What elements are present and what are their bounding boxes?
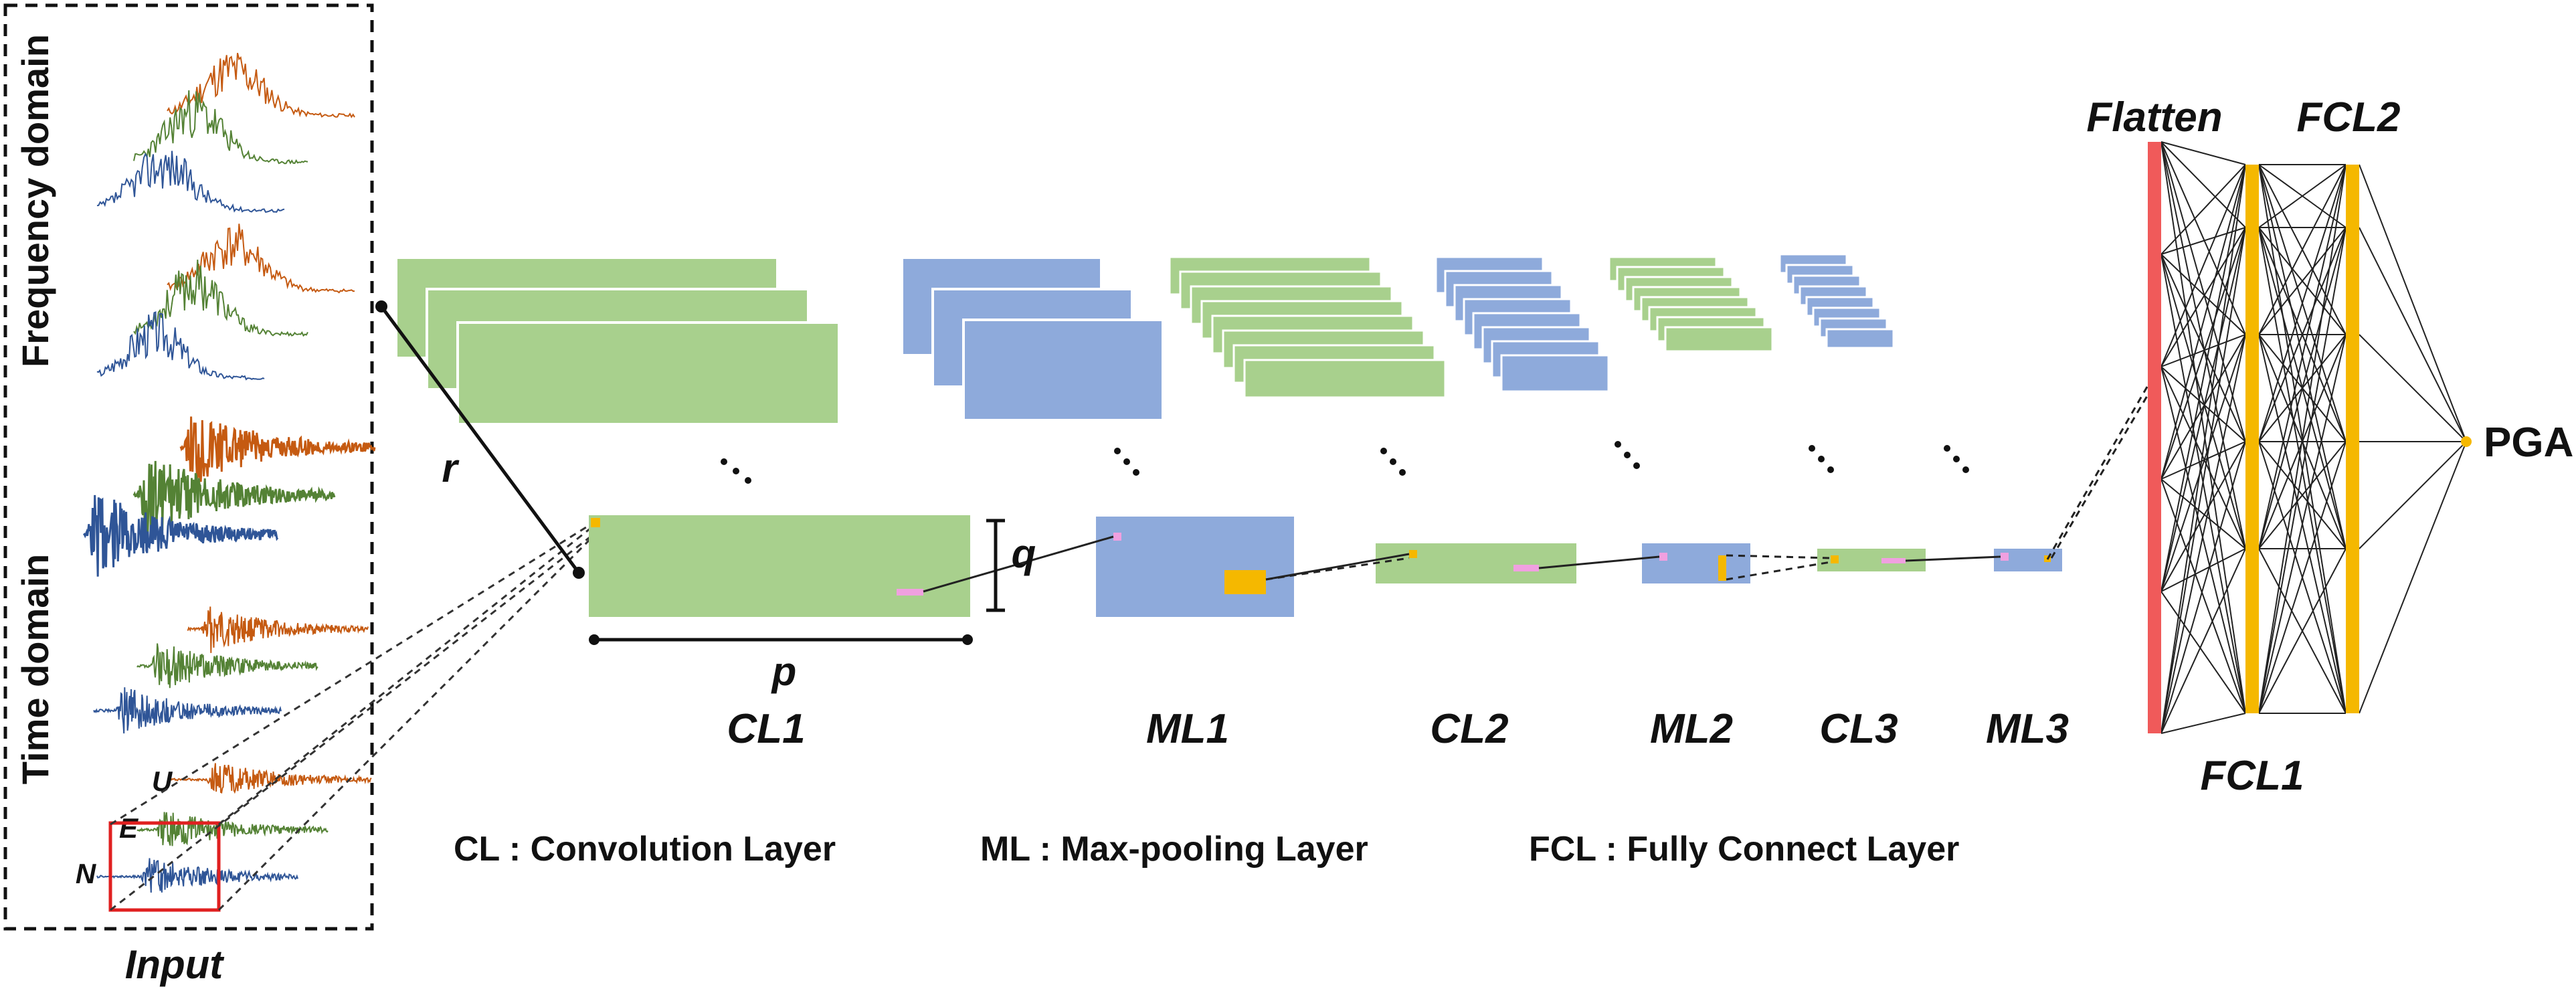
waveform-trace (136, 643, 318, 689)
flatten-label: Flatten (2086, 94, 2222, 141)
frequency-domain-label: Frequency domain (14, 34, 56, 367)
stack-ellipses (721, 441, 1969, 484)
input-projection-lines (110, 519, 602, 911)
cl1-feature-stack (395, 256, 840, 426)
input-caption: Input (125, 942, 225, 987)
map-connection-lines (923, 378, 2157, 593)
ml2-feature-stack (1435, 256, 1610, 393)
waveform-trace (96, 858, 298, 893)
p-dimension-label: p (771, 649, 797, 694)
channel-label-n: N (76, 858, 97, 889)
feature-sheet (1825, 328, 1895, 349)
time-waveforms (82, 416, 376, 893)
ml1-feature-stack (901, 256, 1164, 422)
legend-fully-connect-layer: FCL : Fully Connect Layer (1529, 830, 1959, 869)
pga-output-label: PGA (2484, 420, 2573, 466)
feature-sheet (1500, 354, 1610, 393)
fcl2-layer-bar (2346, 165, 2359, 713)
q-dimension-indicator (986, 519, 1005, 612)
time-domain-label: Time domain (14, 554, 56, 784)
ml2-feature-map (1642, 543, 1750, 583)
q-dimension-label: q (1012, 531, 1036, 576)
layer-label-ml1: ML1 (1146, 706, 1229, 752)
layer-label-ml3: ML3 (1986, 706, 2069, 752)
cl1-feature-map (589, 515, 970, 617)
frequency-spectra (96, 52, 355, 381)
spectrum-trace (167, 223, 355, 294)
legend-convolution-layer: CL : Convolution Layer (454, 830, 836, 869)
waveform-trace (136, 812, 329, 846)
fcl1-layer-bar (2245, 165, 2259, 713)
spectrum-trace (96, 151, 285, 213)
r-dimension-label: r (442, 446, 460, 490)
ml1-feature-map (1096, 517, 1294, 617)
kernel-markers (591, 518, 2051, 596)
waveform-trace (82, 494, 279, 577)
spectrum-trace (133, 259, 308, 337)
dense-connections (2160, 141, 2467, 734)
fcl2-label: FCL2 (2297, 94, 2401, 141)
waveform-trace (187, 606, 369, 653)
flatten-layer-bar (2148, 142, 2161, 733)
layer-label-cl3: CL3 (1819, 706, 1898, 752)
input-panel-border (3, 3, 374, 931)
cl2-feature-stack (1168, 256, 1447, 399)
feature-sheet (1664, 326, 1774, 353)
layer-label-ml2: ML2 (1650, 706, 1733, 752)
waveform-trace (93, 687, 282, 734)
waveform-trace (179, 416, 376, 482)
layer-label-cl1: CL1 (727, 706, 805, 752)
cl2-feature-map (1376, 543, 1576, 583)
fcl1-label: FCL1 (2201, 753, 2304, 799)
input-window-highlight (108, 821, 221, 912)
legend-max-pooling-layer: ML : Max-pooling Layer (980, 830, 1368, 869)
p-dimension-indicator (589, 634, 973, 645)
spectrum-trace (133, 90, 308, 165)
spectrum-trace (96, 311, 265, 381)
pga-output-node (2461, 436, 2472, 447)
ml3-feature-stack (1778, 253, 1895, 349)
feature-sheet (1243, 359, 1447, 399)
waveform-trace (170, 763, 372, 794)
waveform-trace (132, 460, 336, 538)
r-dimension-indicator (375, 300, 585, 579)
cl3-feature-stack (1608, 256, 1774, 353)
layer-label-cl2: CL2 (1430, 706, 1508, 752)
